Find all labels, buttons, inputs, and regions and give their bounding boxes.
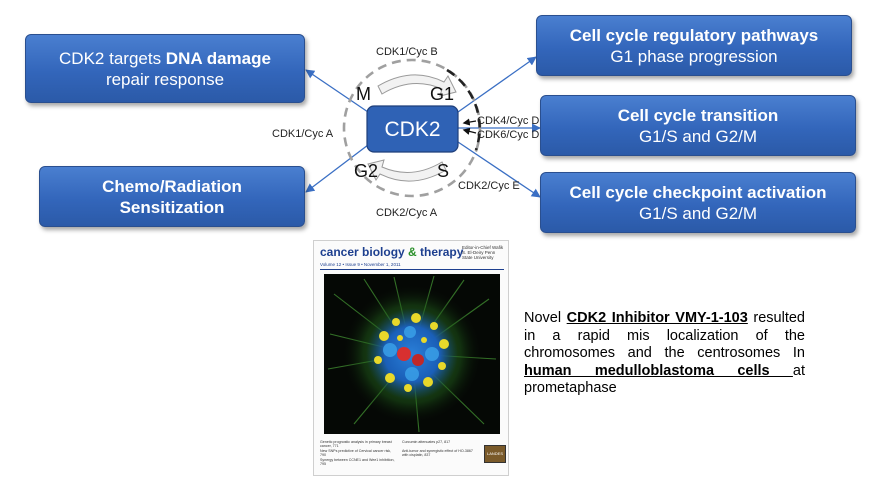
publisher-logo-text: LANDES [486, 451, 503, 456]
cover-col1-line2: New SNPs predictive of Cervical cancer r… [320, 449, 392, 457]
box-dna-line1: CDK2 targets DNA damage [59, 48, 271, 69]
cycle-arrow-top [377, 74, 457, 97]
box-trans-line2: G1/S and G2/M [638, 126, 758, 146]
journal-cover: cancer biology & therapy Editor-in-Chief… [313, 240, 509, 476]
box-dna-line2: repair response [105, 69, 225, 89]
cycle-arrow-bottom [367, 159, 447, 182]
box-check-line1: Cell cycle checkpoint activation [569, 182, 827, 202]
phase-m: M [356, 84, 371, 104]
box-chemo-line1: Chemo/Radiation [102, 176, 242, 196]
box-trans-line1: Cell cycle transition [617, 105, 779, 125]
arrow-to-checkpoint [457, 141, 541, 198]
phase-s: S [437, 161, 449, 181]
desc-inhibitor-name: CDK2 Inhibitor VMY-1-103 [566, 310, 748, 326]
cover-title-amp: & [404, 245, 421, 259]
label-cdk1-cyca: CDK1/Cyc A [272, 128, 334, 140]
box-dna-line1-bold: DNA damage [165, 48, 271, 68]
cover-col1-line3: Synergy between CCNE1 and Wee1 inhibitio… [320, 458, 395, 466]
box-dna-damage: CDK2 targets DNA damage repair response [25, 34, 305, 103]
cover-col2-line1: Curcumin attenuates p27, 817 [402, 440, 451, 444]
cover-title: cancer biology & therapy [320, 245, 463, 259]
cycle-ring [342, 58, 482, 198]
arrow-to-regulatory [457, 56, 537, 113]
desc-cell-type: human medulloblastoma cells [524, 362, 793, 379]
desc-part1: Novel [524, 310, 567, 326]
cover-col2-line2: Anti-tumor and synergistic effect of HO-… [402, 449, 473, 457]
cover-title-a: cancer biology [320, 245, 405, 259]
label-cdk4-cycd: CDK4/Cyc D [477, 115, 539, 127]
microscopy-illustration [324, 274, 500, 434]
box-chemo-radiation: Chemo/Radiation Sensitization [39, 166, 305, 227]
cdk2-core-label: CDK2 [384, 118, 440, 141]
desc-part2: resulted in a rapid mis localization of … [524, 310, 805, 362]
box-reg-line2: G1 phase progression [610, 46, 778, 66]
arrow-to-dna-damage [305, 69, 369, 113]
box-cycle-transition: Cell cycle transition G1/S and G2/M [540, 95, 856, 156]
box-regulatory-pathways: Cell cycle regulatory pathways G1 phase … [536, 15, 852, 76]
cover-volume: Volume 12 • Issue 9 • November 1, 2011 [320, 262, 401, 267]
box-check-line2: G1/S and G2/M [638, 203, 758, 223]
label-cdk2-cyce: CDK2/Cyc E [458, 180, 520, 192]
cover-title-b: therapy [420, 245, 464, 259]
cover-rule [320, 269, 504, 270]
cycle-ring-g1-s-segment [446, 68, 481, 151]
arrow-to-chemo [305, 144, 369, 193]
desc-part3: at prometaphase [524, 362, 805, 397]
cover-microscopy-image [324, 274, 500, 434]
phase-g2: G2 [354, 161, 378, 181]
description-text: Novel CDK2 Inhibitor VMY-1-103 resulted … [524, 310, 805, 398]
label-cdk2-cyca: CDK2/Cyc A [376, 207, 438, 219]
label-cdk6-cycd: CDK6/Cyc D [477, 129, 539, 141]
pointer-cdk4 [462, 118, 477, 126]
label-cdk1-cycb: CDK1/Cyc B [376, 46, 438, 58]
box-checkpoint-activation: Cell cycle checkpoint activation G1/S an… [540, 172, 856, 233]
pointer-cdk6 [462, 127, 477, 135]
cover-editor: Editor-in-Chief Wafik S. El-Deiry Penn S… [462, 245, 504, 260]
cdk2-core [366, 105, 459, 153]
box-dna-line1-plain: CDK2 targets [59, 48, 166, 68]
publisher-logo: LANDES [484, 445, 506, 463]
phase-g1: G1 [430, 84, 454, 104]
box-reg-line1: Cell cycle regulatory pathways [569, 25, 819, 45]
box-chemo-line2: Sensitization [119, 197, 225, 217]
cover-col1-line1: Genetic prognostic analysis in primary b… [320, 440, 392, 448]
